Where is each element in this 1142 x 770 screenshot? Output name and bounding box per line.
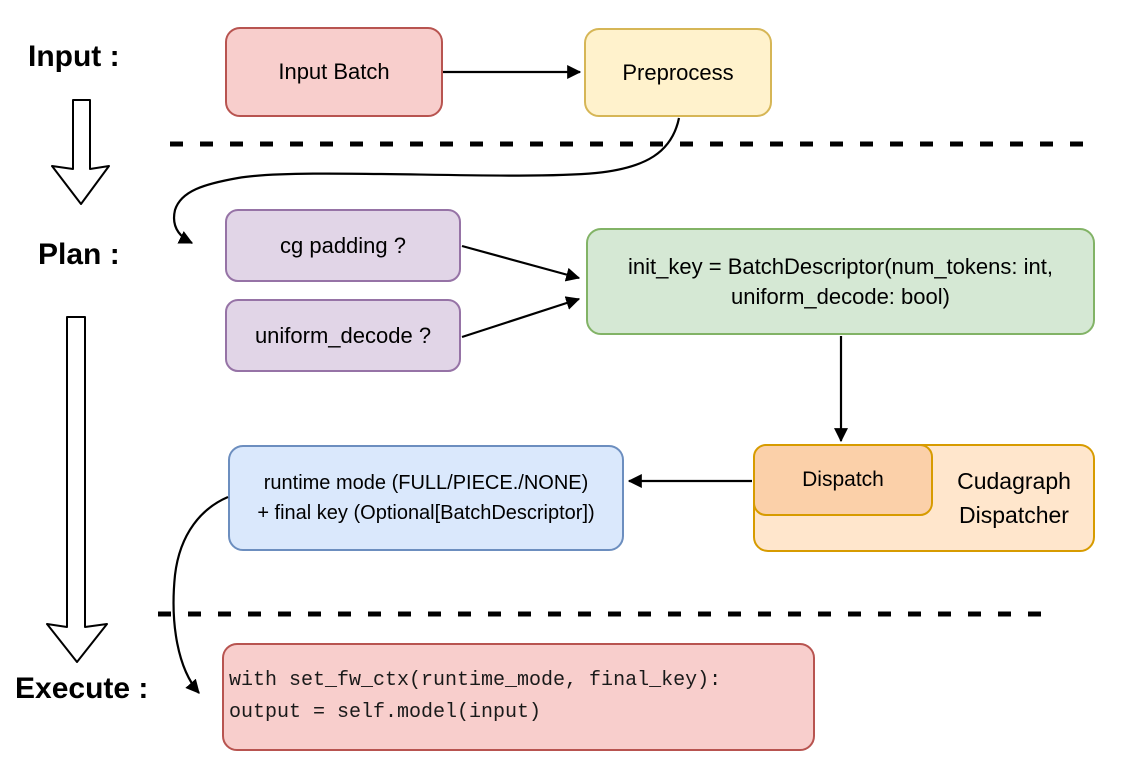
cg-padding-label: cg padding ? [280, 232, 406, 258]
input-stage-down-arrow [51, 99, 110, 205]
dispatch-label: Dispatch [802, 468, 884, 492]
runtime-mode-node: runtime mode (FULL/PIECE./NONE) + final … [228, 445, 624, 551]
init-key-node: init_key = BatchDescriptor(num_tokens: i… [586, 228, 1095, 335]
execute-code-line2: output = self.model(input) [229, 701, 542, 724]
preprocess-label: Preprocess [622, 59, 734, 85]
input-batch-node: Input Batch [225, 27, 443, 117]
execute-stage-label: Execute : [15, 672, 149, 705]
uniform-decode-label: uniform_decode ? [254, 322, 432, 348]
arrow-uniform-decode-to-init-key [461, 296, 581, 339]
arrow-runtime-mode-to-execute-code [172, 495, 229, 694]
plan-stage-down-arrow [46, 316, 108, 663]
cg-padding-node: cg padding ? [225, 209, 461, 282]
runtime-mode-line2: + final key (Optional[BatchDescriptor]) [257, 502, 595, 524]
plan-stage-label: Plan : [38, 238, 120, 271]
preprocess-node: Preprocess [584, 28, 772, 117]
execute-code-node: with set_fw_ctx(runtime_mode, final_key)… [222, 643, 815, 751]
init-key-line1: init_key = BatchDescriptor(num_tokens: i… [628, 254, 1053, 280]
input-batch-label: Input Batch [278, 59, 390, 85]
init-key-line2: uniform_decode: bool) [731, 283, 950, 309]
dispatch-node: Dispatch [753, 444, 933, 516]
uniform-decode-node: uniform_decode ? [225, 299, 461, 372]
input-stage-label: Input : [28, 40, 120, 73]
arrow-cg-padding-to-init-key [461, 244, 581, 282]
runtime-mode-line1: runtime mode (FULL/PIECE./NONE) [263, 472, 589, 494]
execute-code-line1: with set_fw_ctx(runtime_mode, final_key)… [229, 669, 722, 692]
cudagraph-dispatcher-label: Cudagraph Dispatcher [957, 467, 1071, 529]
